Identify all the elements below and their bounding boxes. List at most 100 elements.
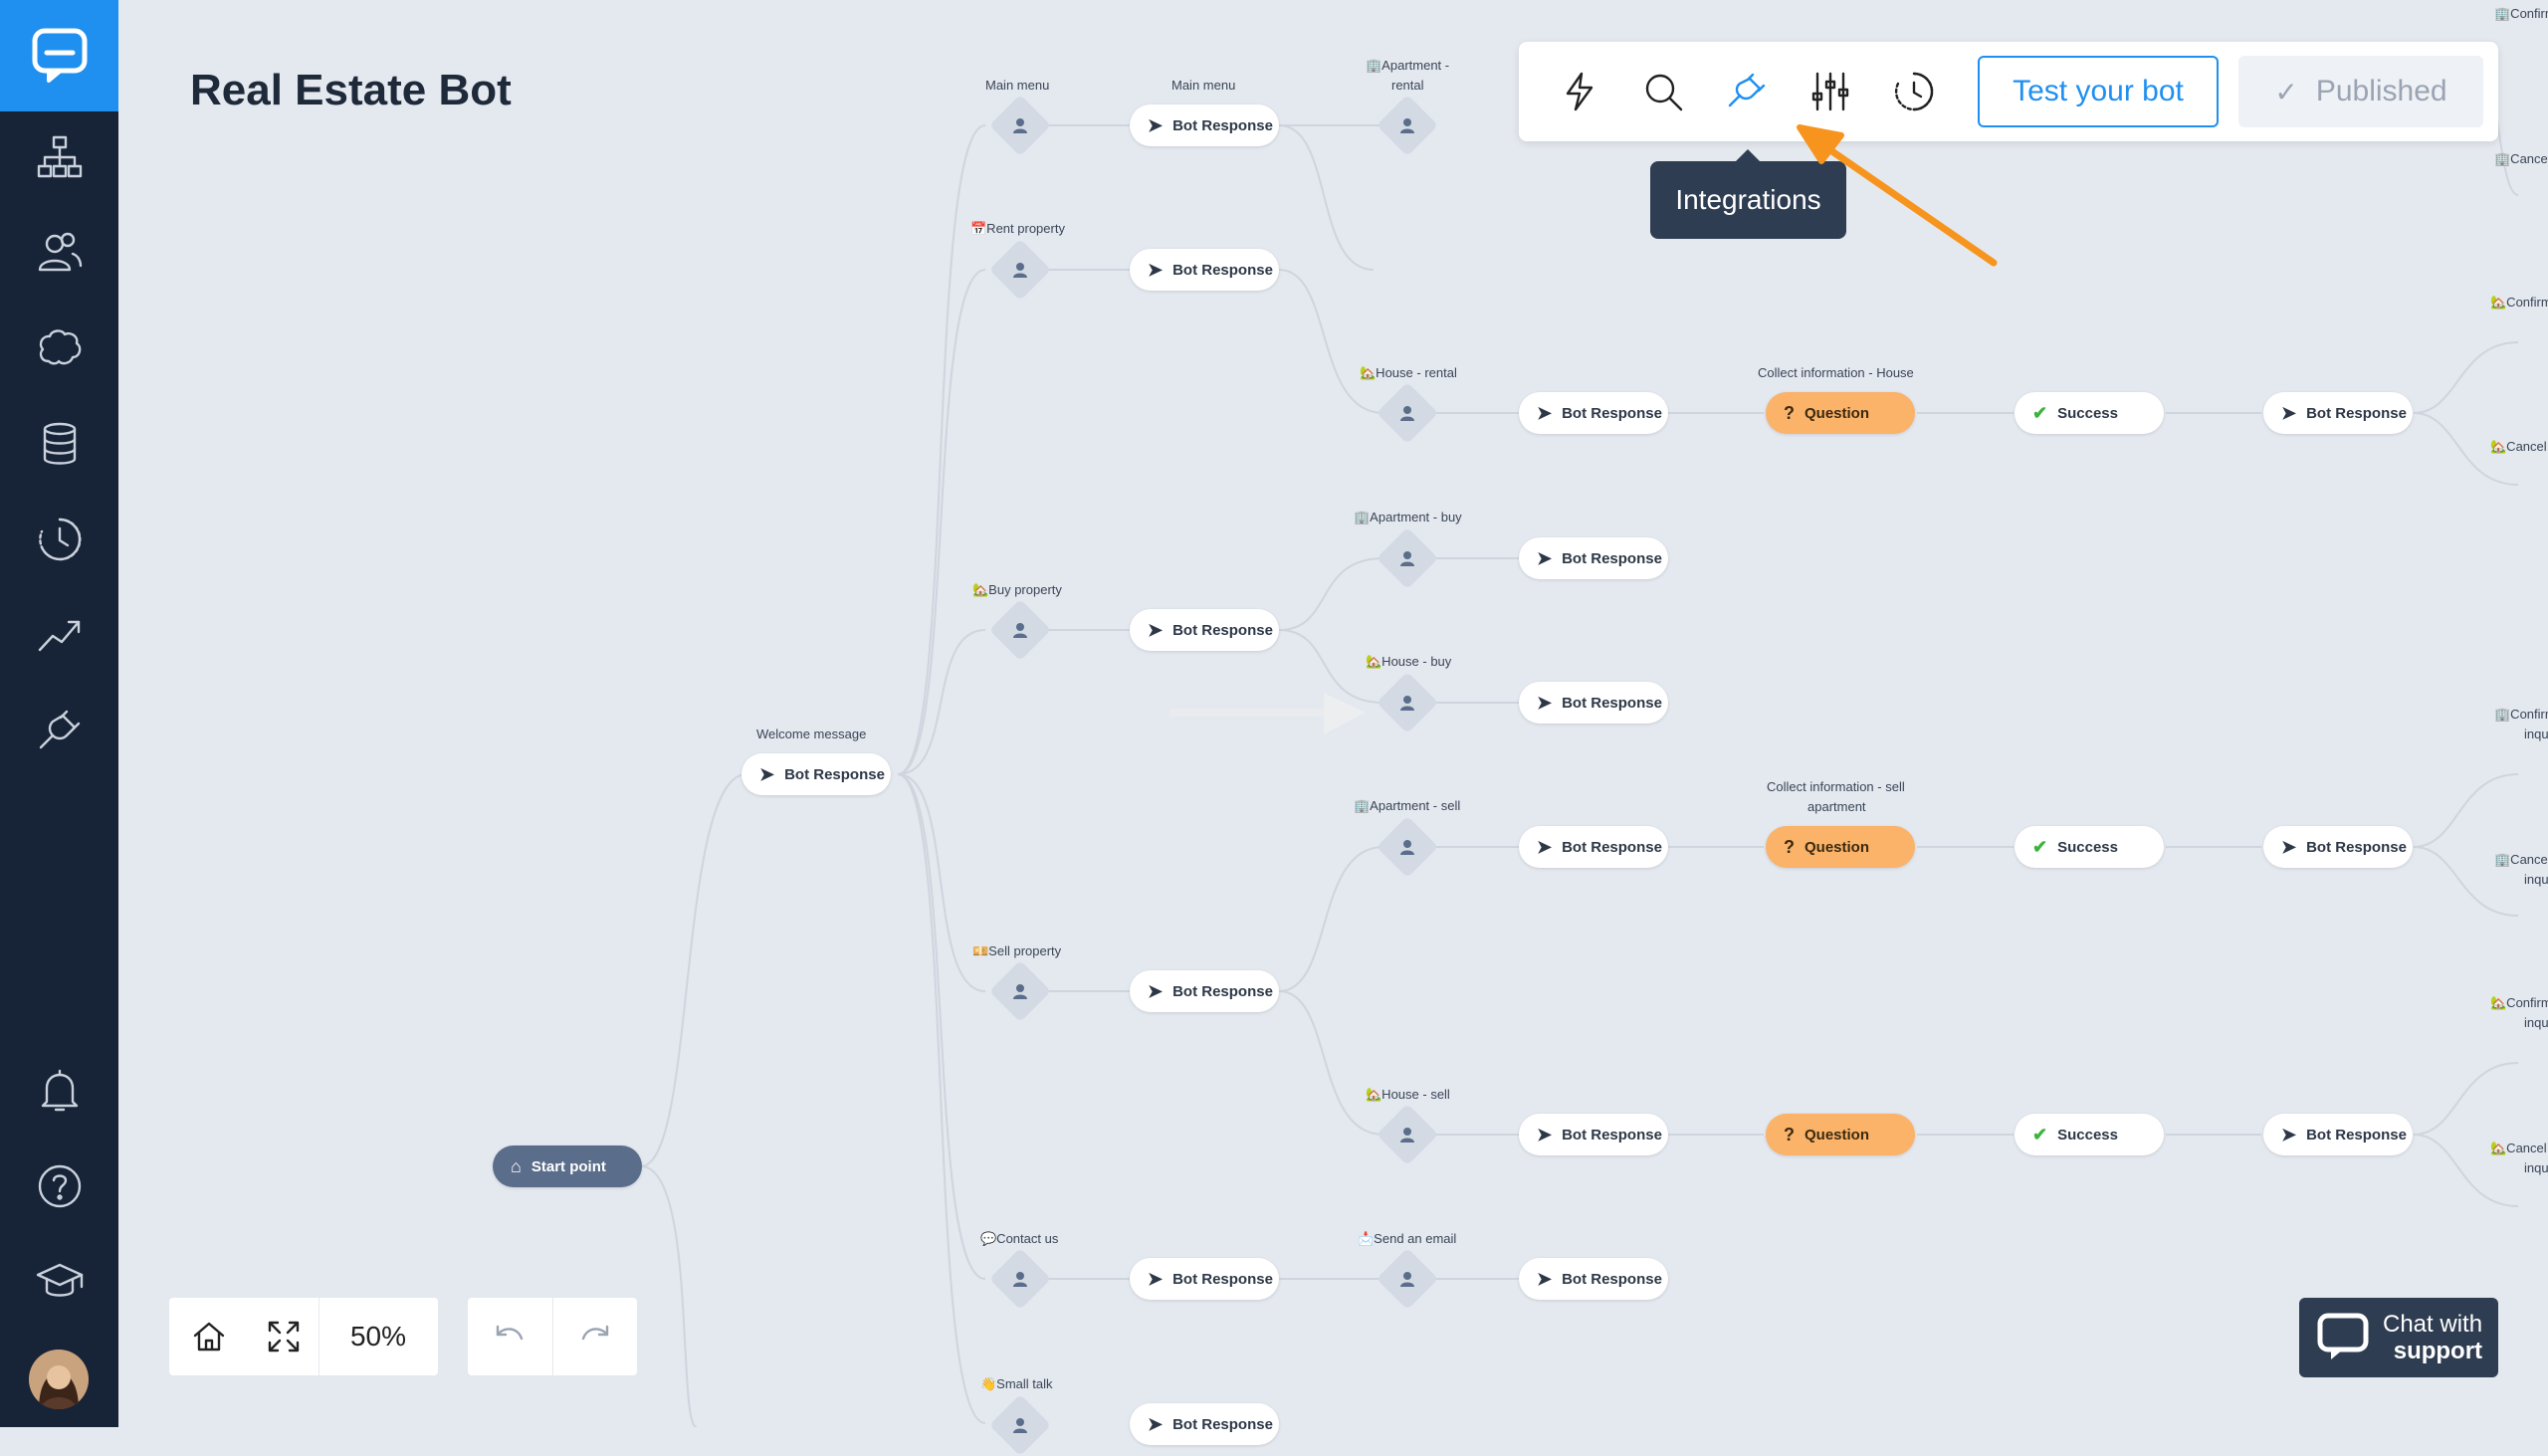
published-button[interactable]: ✓ Published [2238,56,2483,127]
bot-response-node[interactable]: ➤Bot Response [1130,1258,1279,1300]
sidebar-item-academy[interactable] [30,1252,90,1312]
user-message-icon [1013,984,1027,999]
bot-response-node[interactable]: ➤Bot Response [2263,392,2413,434]
block-diamond[interactable] [988,959,1052,1023]
undo-redo-controls [468,1298,637,1375]
redo-button[interactable] [553,1298,638,1375]
bot-response-node[interactable]: ➤Bot Response [1130,609,1279,651]
send-icon: ➤ [1148,619,1164,640]
bot-response-node[interactable]: ➤Bot Response [1519,1258,1668,1300]
sidebar-item-bot-builder[interactable] [30,127,90,187]
help-icon [38,1164,82,1208]
sidebar-item-history[interactable] [30,510,90,569]
undo-icon [497,1325,524,1341]
check-circle-icon: ✔ [2032,402,2048,423]
label-confirm-3: 🏢Confirm [2494,707,2548,722]
triggers-button[interactable] [1555,67,1604,116]
block-diamond[interactable] [1376,1247,1439,1311]
block-diamond[interactable] [1376,1103,1439,1166]
send-icon: ➤ [1148,1268,1164,1289]
bot-response-node[interactable]: ➤Bot Response [2263,826,2413,868]
bot-response-node[interactable]: ➤Bot Response [742,753,891,795]
sidebar-item-help[interactable] [30,1156,90,1216]
block-diamond[interactable] [1376,381,1439,445]
bot-response-node[interactable]: ➤Bot Response [1519,1114,1668,1155]
bot-response-node[interactable]: ➤Bot Response [1130,1403,1279,1445]
chat-with-support-button[interactable]: Chat with support [2299,1298,2498,1377]
label-confirm-4: 🏡Confirm [2490,995,2548,1010]
sidebar-item-reports[interactable] [30,605,90,665]
user-message-icon [1013,1272,1027,1287]
sidebar-item-users[interactable] [30,223,90,283]
block-diamond[interactable] [1376,815,1439,879]
label-rent-property: 📅Rent property [970,221,1065,236]
send-icon: ➤ [1148,259,1164,280]
question-node[interactable]: ?Question [1766,392,1915,434]
user-message-icon [1013,118,1027,133]
block-diamond[interactable] [988,238,1052,302]
label-confirm-2: 🏡Confirm [2490,295,2548,310]
avatar[interactable] [29,1350,89,1409]
success-node[interactable]: ✔Success [2015,1114,2164,1155]
test-your-bot-button[interactable]: Test your bot [1978,56,2219,127]
sidebar [0,0,118,1427]
bot-response-node[interactable]: ➤Bot Response [1130,104,1279,146]
block-diamond[interactable] [988,1393,1052,1456]
block-diamond[interactable] [1376,526,1439,590]
bot-response-node[interactable]: ➤Bot Response [1519,682,1668,724]
label-house-sell: 🏡House - sell [1366,1087,1450,1102]
bot-response-node[interactable]: ➤Bot Response [1519,826,1668,868]
question-node[interactable]: ?Question [1766,1114,1915,1155]
success-node[interactable]: ✔Success [2015,826,2164,868]
sidebar-item-training[interactable] [30,318,90,378]
label-house-buy: 🏡House - buy [1366,654,1452,669]
bot-response-node[interactable]: ➤Bot Response [2263,1114,2413,1155]
question-node[interactable]: ?Question [1766,826,1915,868]
fit-screen-button[interactable] [249,1298,318,1375]
label-welcome-message: Welcome message [756,727,867,741]
settings-button[interactable] [1805,67,1855,116]
bot-response-node[interactable]: ➤Bot Response [1519,537,1668,579]
start-point-node[interactable]: ⌂Start point [493,1145,642,1187]
block-diamond[interactable] [988,598,1052,662]
database-icon [43,422,77,465]
sidebar-item-data[interactable] [30,414,90,474]
label-collect-sell: Collect information - sell [1767,779,1905,794]
bot-response-node[interactable]: ➤Bot Response [1519,392,1668,434]
search-button[interactable] [1638,67,1688,116]
clock-icon [1894,72,1934,111]
lightning-icon [1566,72,1593,111]
home-view-button[interactable] [169,1298,249,1375]
history-button[interactable] [1889,67,1939,116]
chat-support-line1: Chat with [2383,1311,2483,1338]
top-toolbar: Test your bot ✓ Published [1519,42,2498,141]
block-diamond[interactable] [988,1247,1052,1311]
check-circle-icon: ✔ [2032,836,2048,857]
label-collect-house: Collect information - House [1758,365,1914,380]
label-main-menu-response: Main menu [1171,78,1236,93]
user-message-icon [1013,623,1027,638]
user-message-icon [1013,1418,1027,1433]
success-node[interactable]: ✔Success [2015,392,2164,434]
integrations-button[interactable] [1722,67,1772,116]
block-diamond[interactable] [1376,94,1439,157]
zoom-level[interactable]: 50% [318,1298,437,1375]
user-message-icon [1400,840,1414,855]
undo-button[interactable] [468,1298,553,1375]
block-diamond[interactable] [988,94,1052,157]
bot-response-node[interactable]: ➤Bot Response [1130,249,1279,291]
label-inqu-3: inqu [2524,1015,2548,1030]
block-diamond[interactable] [1376,671,1439,734]
sidebar-item-integrations[interactable] [30,701,90,760]
user-message-icon [1400,118,1414,133]
checkmark-icon: ✓ [2274,76,2298,107]
chatbot-logo[interactable] [0,0,118,111]
user-message-icon [1400,1128,1414,1143]
user-message-icon [1400,406,1414,421]
bot-response-node[interactable]: ➤Bot Response [1130,970,1279,1012]
label-main-menu: Main menu [985,78,1050,93]
sidebar-item-notifications[interactable] [30,1061,90,1121]
label-cancel-3: 🏢Cancel [2494,852,2548,867]
question-mark-icon: ? [1784,1124,1795,1144]
chat-bubble-icon [2317,1313,2369,1359]
